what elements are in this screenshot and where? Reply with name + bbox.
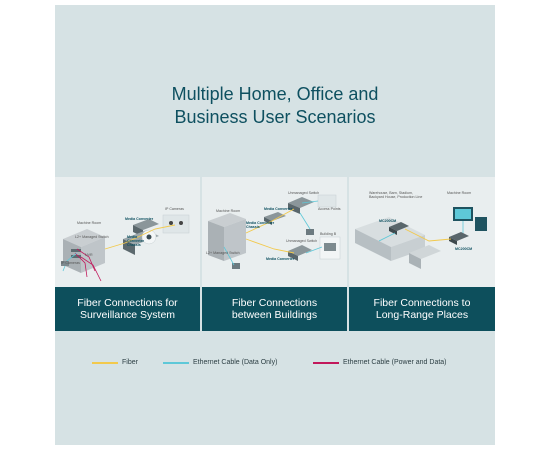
- label-unmanaged-switch-top: Unmanaged Switch: [288, 191, 320, 195]
- label-machine-room: Machine Room: [77, 221, 102, 225]
- scenario-surveillance-illustration: IP Cameras Machine Room Media Converter …: [55, 177, 200, 287]
- label-managed-switch: L2+ Managed Switch: [75, 235, 109, 239]
- label-remote-places: Warehouse, Barn, Stadium, Backyard House…: [369, 191, 423, 200]
- title-surveillance-line-2: Surveillance System: [79, 309, 176, 321]
- title-buildings-line-1: Fiber Connections: [231, 297, 318, 309]
- label-ip-cameras-top: IP Cameras: [165, 207, 184, 211]
- title-buildings-line-2: between Buildings: [231, 309, 318, 321]
- label-unmanaged-switch-bottom: Unmanaged Switch: [286, 239, 318, 243]
- legend-ethernet-power: Ethernet Cable (Power and Data): [313, 359, 447, 366]
- label-mc200cm-right: MC200CM: [455, 247, 473, 251]
- feature-panel: Multiple Home, Office and Business User …: [55, 5, 495, 445]
- legend-ethernet-data: Ethernet Cable (Data Only): [163, 359, 277, 366]
- long-range-diagram: [355, 207, 487, 269]
- scenario-long-range-illustration: Warehouse, Barn, Stadium, Backyard House…: [349, 177, 495, 287]
- label-chassis-2: Media Converter Chassis: [246, 221, 275, 229]
- scenario-title-long-range: Fiber Connections to Long-Range Places: [349, 287, 495, 331]
- headline: Multiple Home, Office and Business User …: [55, 83, 495, 129]
- label-media-converter-2: Media Converter: [264, 207, 293, 211]
- surveillance-diagram: [61, 214, 190, 282]
- label-media-converter-chassis: Media Converter Chassis: [127, 235, 144, 247]
- label-ip-cameras-bottom: IP Cameras: [61, 261, 80, 265]
- label-nvr: NVR: [85, 253, 93, 257]
- legend-ethernet-power-label: Ethernet Cable (Power and Data): [343, 359, 447, 366]
- label-machine-room-2: Machine Room: [216, 209, 241, 213]
- legend-fiber-label: Fiber: [122, 359, 138, 366]
- legend-ethernet-data-swatch: [163, 361, 189, 364]
- legend-ethernet-power-swatch: [313, 361, 339, 364]
- scenario-title-surveillance: Fiber Connections for Surveillance Syste…: [55, 287, 200, 331]
- label-machine-room-3: Machine Room: [447, 191, 472, 195]
- legend-fiber: Fiber: [92, 359, 138, 366]
- label-managed-switch-2: L2+ Managed Switch: [206, 251, 240, 255]
- title-surveillance-line-1: Fiber Connections for: [77, 297, 178, 309]
- title-long-range-line-2: Long-Range Places: [375, 309, 469, 321]
- scenario-illustrations: IP Cameras Machine Room Media Converter …: [55, 177, 495, 287]
- legend-fiber-swatch: [92, 361, 118, 364]
- legend-ethernet-data-label: Ethernet Cable (Data Only): [193, 359, 278, 366]
- scenario-buildings-illustration: Unmanaged Switch Access Points Machine R…: [202, 177, 347, 287]
- headline-line-2: Business User Scenarios: [174, 107, 376, 127]
- label-access-points: Access Points: [318, 207, 341, 211]
- label-mc200cm-left: MC200CM: [379, 219, 397, 223]
- title-long-range-line-1: Fiber Connections to: [373, 297, 471, 309]
- scenario-title-buildings: Fiber Connections between Buildings: [202, 287, 347, 331]
- label-building-b: Building B: [320, 232, 337, 236]
- headline-line-1: Multiple Home, Office and: [171, 84, 379, 104]
- label-media-converter: Media Converter: [125, 217, 154, 221]
- buildings-diagram: [208, 194, 341, 269]
- label-media-converter-3: Media Converter: [266, 257, 295, 261]
